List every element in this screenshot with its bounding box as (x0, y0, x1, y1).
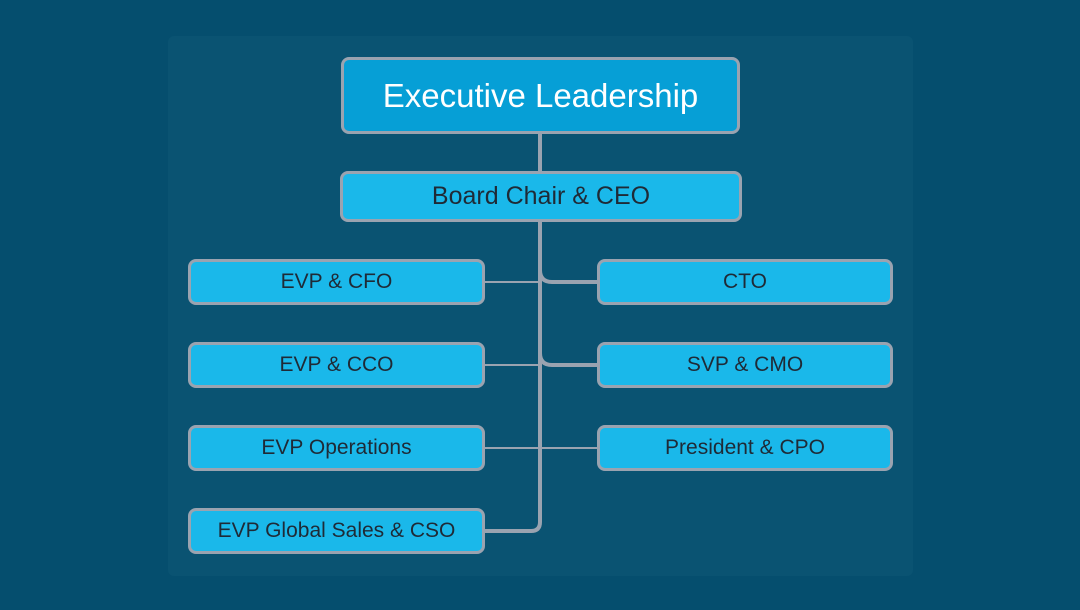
connector-right-2 (538, 351, 599, 367)
connector-trunk (483, 220, 542, 533)
node-cto: CTO (597, 259, 893, 305)
node-svp-cmo: SVP & CMO (597, 342, 893, 388)
title-node: Executive Leadership (341, 57, 740, 134)
node-evp-cfo: EVP & CFO (188, 259, 485, 305)
ceo-node: Board Chair & CEO (340, 171, 742, 222)
connector-right-1 (538, 268, 599, 284)
node-evp-cco: EVP & CCO (188, 342, 485, 388)
node-evp-operations: EVP Operations (188, 425, 485, 471)
node-evp-global-sales: EVP Global Sales & CSO (188, 508, 485, 554)
node-president-cpo: President & CPO (597, 425, 893, 471)
